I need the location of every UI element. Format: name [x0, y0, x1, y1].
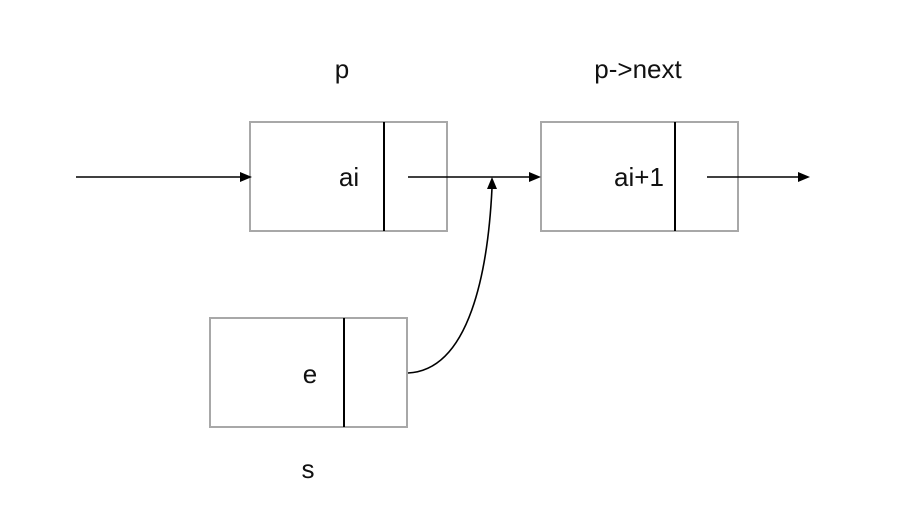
- pointer-label-s: s: [302, 454, 315, 484]
- node-p-next: ai+1: [540, 121, 739, 232]
- pointer-label-p: p: [335, 54, 349, 84]
- node-p-value: ai: [339, 162, 359, 192]
- node-s-value: e: [303, 359, 317, 389]
- outgoing-arrow: [707, 172, 810, 182]
- pointer-label-p-next: p->next: [594, 54, 682, 84]
- node-p-next-value: ai+1: [614, 162, 664, 192]
- incoming-arrow: [76, 172, 252, 182]
- node-s-box: [209, 317, 408, 428]
- arrow-p-to-next: [408, 172, 541, 182]
- node-p-next-box: [540, 121, 739, 232]
- arrow-s-to-next: [407, 177, 497, 374]
- node-s: e: [209, 317, 408, 428]
